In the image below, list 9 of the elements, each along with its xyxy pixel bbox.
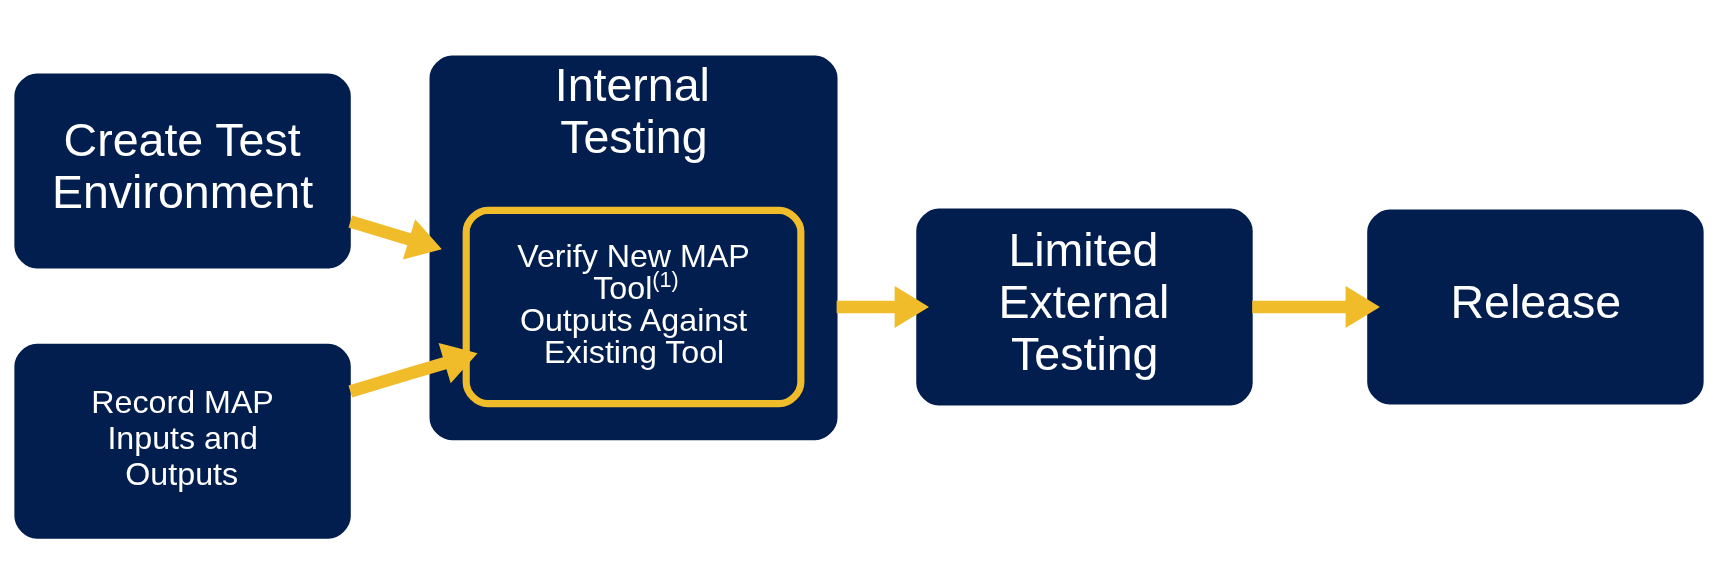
node-box: Record MAP Inputs and Outputs: [14, 343, 351, 539]
node-box: Create Test Environment: [14, 73, 351, 269]
arrow: [348, 215, 442, 260]
node-box: Verify New MAP Tool$^{(1)}$ Outputs Against Existing Tool: [462, 206, 805, 408]
arrow: [1252, 285, 1380, 329]
node-box: Release: [1367, 209, 1704, 405]
node-box: Limited External Testing: [916, 208, 1253, 406]
arrow: [348, 342, 478, 398]
arrow: [836, 285, 929, 329]
